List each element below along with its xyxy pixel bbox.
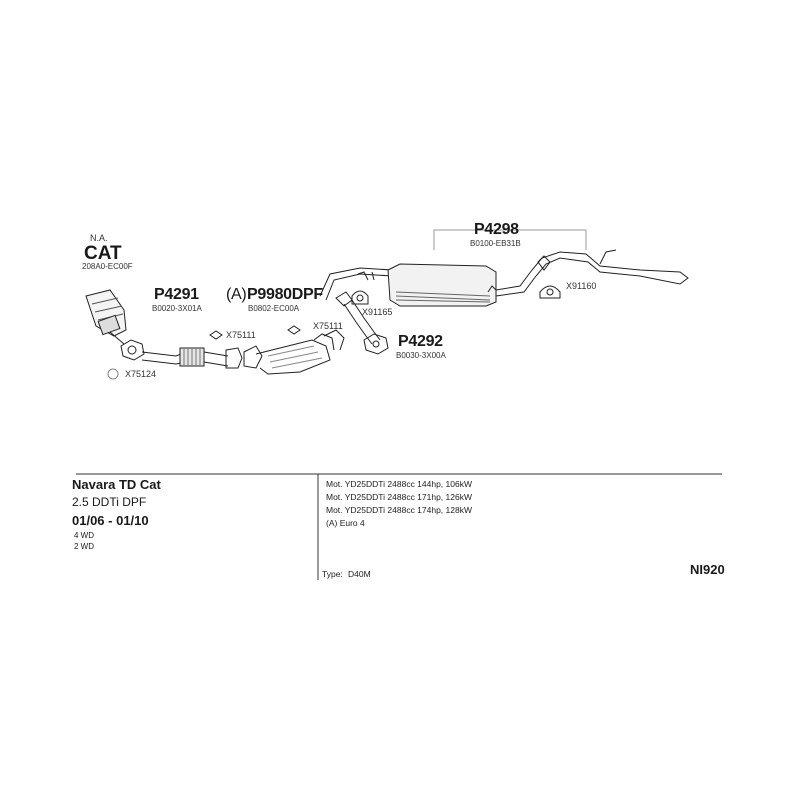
fitting-x75111-b: X75111 [313, 321, 343, 331]
p4298-ref: B0100-EB31B [470, 239, 521, 248]
p4292-ref: B0030-3X00A [396, 351, 446, 360]
cat-ref: 208A0-EC00F [82, 262, 133, 271]
rear-muffler-p4298 [319, 249, 689, 307]
type-value: D40M [348, 569, 371, 579]
euro-note: (A) Euro 4 [326, 518, 365, 528]
dpf-p9980 [243, 329, 345, 375]
p9980-marker: (A) [226, 286, 247, 303]
info-table-lines [76, 473, 722, 580]
diagram-id: NI920 [690, 562, 725, 577]
clamp-x91160 [539, 285, 561, 299]
gasket-x75111-a [209, 330, 223, 340]
fitting-x91160: X91160 [566, 281, 597, 291]
front-flange [120, 339, 145, 361]
cat-code: CAT [84, 243, 122, 264]
p9980-code: P9980DPF [247, 286, 323, 303]
vehicle-model: Navara TD Cat [72, 477, 161, 492]
fitting-x91165: X91165 [362, 307, 393, 317]
gasket-x75111-b [287, 325, 301, 335]
p4298-bracket [433, 229, 587, 250]
intermediate-pipe-p4292 [335, 291, 389, 355]
p4291-ref: B0020-3X01A [152, 304, 202, 313]
front-pipe-p4291 [141, 347, 243, 369]
type-label: Type: [322, 569, 343, 579]
drive-4wd: 4 WD [74, 531, 94, 540]
motor-line-3: Mot. YD25DDTi 2488cc 174hp, 128kW [326, 505, 472, 515]
p9980-ref: B0802-EC00A [248, 304, 300, 313]
cat-prefix: N.A. [90, 233, 108, 243]
motor-line-1: Mot. YD25DDTi 2488cc 144hp, 106kW [326, 479, 472, 489]
catalyst-part [85, 289, 127, 345]
fitting-x75124: X75124 [125, 369, 157, 379]
fitting-x75111-a: X75111 [226, 330, 256, 340]
p4292-code: P4292 [398, 333, 443, 350]
p4291-code: P4291 [154, 286, 199, 303]
clamp-x91165 [351, 290, 369, 305]
vehicle-years: 01/06 - 01/10 [72, 513, 149, 528]
vehicle-engine: 2.5 DDTi DPF [72, 495, 147, 509]
gasket-x75124 [107, 368, 119, 380]
p4298-code: P4298 [474, 221, 519, 238]
drive-2wd: 2 WD [74, 542, 94, 551]
motor-line-2: Mot. YD25DDTi 2488cc 171hp, 126kW [326, 492, 472, 502]
